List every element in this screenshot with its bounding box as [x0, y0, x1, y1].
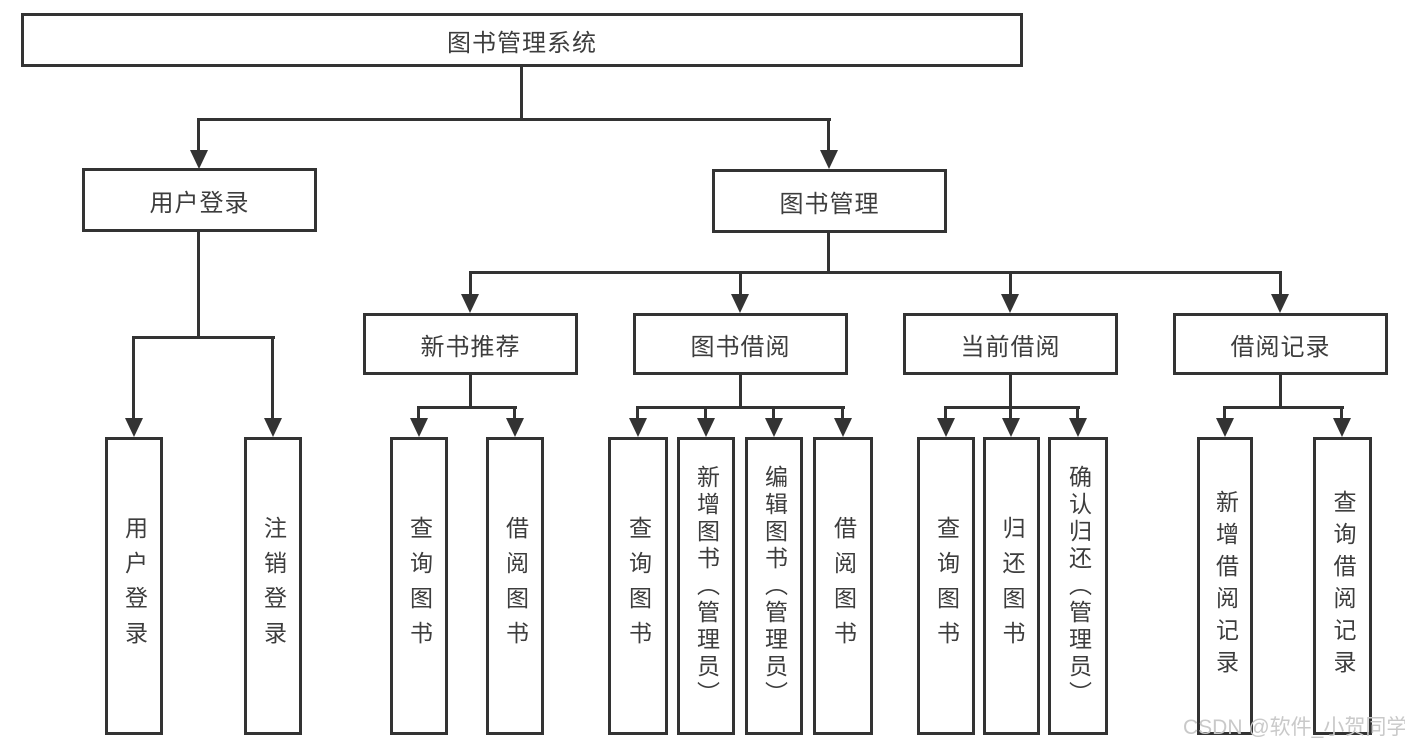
arrow-down-icon — [264, 418, 282, 437]
arrow-down-icon — [1333, 418, 1351, 437]
connector-line — [1223, 406, 1344, 409]
connector-line — [827, 118, 830, 152]
leaf-user-login: 用户登录 — [105, 437, 163, 735]
node-borrow-records-label: 借阅记录 — [1230, 333, 1331, 361]
arrow-down-icon — [461, 294, 479, 313]
node-root: 图书管理系统 — [21, 13, 1023, 67]
connector-line — [1009, 406, 1012, 421]
connector-line — [197, 118, 831, 121]
node-book-borrow: 图书借阅 — [633, 313, 848, 375]
leaf-add-borrow-record-label: 新增借阅记录 — [1212, 490, 1239, 682]
arrow-down-icon — [1216, 418, 1234, 437]
connector-line — [417, 406, 420, 421]
connector-line — [271, 336, 274, 421]
arrow-down-icon — [937, 418, 955, 437]
connector-line — [739, 271, 742, 297]
leaf-borrow-book-recommend: 借阅图书 — [486, 437, 544, 735]
connector-line — [197, 232, 200, 339]
connector-line — [1009, 375, 1012, 408]
node-book-borrow-label: 图书借阅 — [690, 333, 791, 361]
connector-line — [132, 336, 275, 339]
leaf-user-login-label: 用户登录 — [121, 516, 148, 656]
node-user-login-label: 用户登录 — [149, 189, 250, 217]
leaf-query-book-borrow: 查询图书 — [608, 437, 668, 735]
arrow-down-icon — [1001, 294, 1019, 313]
node-root-label: 图书管理系统 — [447, 29, 597, 57]
connector-line — [417, 406, 517, 409]
arrow-down-icon — [410, 418, 428, 437]
arrow-down-icon — [697, 418, 715, 437]
leaf-add-book-admin-label: 新增图书（管理员） — [693, 464, 720, 708]
arrow-down-icon — [731, 294, 749, 313]
connector-line — [1279, 271, 1282, 297]
arrow-down-icon — [1002, 418, 1020, 437]
connector-line — [944, 406, 1080, 409]
arrow-down-icon — [820, 150, 838, 169]
connector-line — [513, 406, 516, 421]
leaf-query-book-recommend-label: 查询图书 — [406, 516, 433, 656]
node-borrow-records: 借阅记录 — [1173, 313, 1388, 375]
leaf-return-book-label: 归还图书 — [999, 516, 1025, 656]
leaf-add-borrow-record: 新增借阅记录 — [1197, 437, 1253, 735]
connector-line — [520, 67, 523, 118]
node-current-borrow: 当前借阅 — [903, 313, 1118, 375]
leaf-query-borrow-record-label: 查询借阅记录 — [1330, 490, 1356, 682]
connector-line — [841, 406, 844, 421]
leaf-confirm-return-admin: 确认归还（管理员） — [1048, 437, 1108, 735]
leaf-query-book-borrow-label: 查询图书 — [625, 516, 652, 656]
arrow-down-icon — [125, 418, 143, 437]
node-new-book-recommend: 新书推荐 — [363, 313, 578, 375]
leaf-return-book: 归还图书 — [983, 437, 1040, 735]
connector-line — [1009, 271, 1012, 297]
arrow-down-icon — [1069, 418, 1087, 437]
connector-line — [772, 406, 775, 421]
arrow-down-icon — [1271, 294, 1289, 313]
node-current-borrow-label: 当前借阅 — [960, 333, 1061, 361]
leaf-logout: 注销登录 — [244, 437, 302, 735]
connector-line — [1279, 375, 1282, 408]
connector-line — [636, 406, 845, 409]
watermark: CSDN @软件_小贺同学 — [1183, 716, 1405, 739]
arrow-down-icon — [190, 150, 208, 169]
connector-line — [1076, 406, 1079, 421]
connector-line — [132, 336, 135, 421]
node-book-management-label: 图书管理 — [779, 190, 880, 218]
arrow-down-icon — [765, 418, 783, 437]
leaf-query-book-recommend: 查询图书 — [390, 437, 448, 735]
leaf-edit-book-admin: 编辑图书（管理员） — [745, 437, 803, 735]
connector-line — [1223, 406, 1226, 421]
node-new-book-recommend-label: 新书推荐 — [420, 333, 521, 361]
node-book-management: 图书管理 — [712, 169, 947, 233]
connector-line — [197, 118, 200, 152]
connector-line — [469, 375, 472, 408]
connector-line — [739, 375, 742, 408]
leaf-borrow-book-recommend-label: 借阅图书 — [502, 516, 529, 656]
arrow-down-icon — [834, 418, 852, 437]
leaf-logout-label: 注销登录 — [260, 516, 287, 656]
connector-line — [704, 406, 707, 421]
leaf-query-book-current: 查询图书 — [917, 437, 975, 735]
leaf-query-borrow-record: 查询借阅记录 — [1313, 437, 1372, 735]
arrow-down-icon — [629, 418, 647, 437]
connector-line — [469, 271, 1282, 274]
connector-line — [636, 406, 639, 421]
leaf-confirm-return-admin-label: 确认归还（管理员） — [1065, 464, 1092, 708]
arrow-down-icon — [506, 418, 524, 437]
connector-line — [944, 406, 947, 421]
node-user-login: 用户登录 — [82, 168, 317, 232]
leaf-add-book-admin: 新增图书（管理员） — [677, 437, 735, 735]
connector-line — [827, 233, 830, 273]
leaf-edit-book-admin-label: 编辑图书（管理员） — [761, 464, 788, 708]
leaf-borrow-book: 借阅图书 — [813, 437, 873, 735]
connector-line — [469, 271, 472, 297]
leaf-borrow-book-label: 借阅图书 — [830, 516, 857, 656]
connector-line — [1340, 406, 1343, 421]
leaf-query-book-current-label: 查询图书 — [933, 516, 960, 656]
